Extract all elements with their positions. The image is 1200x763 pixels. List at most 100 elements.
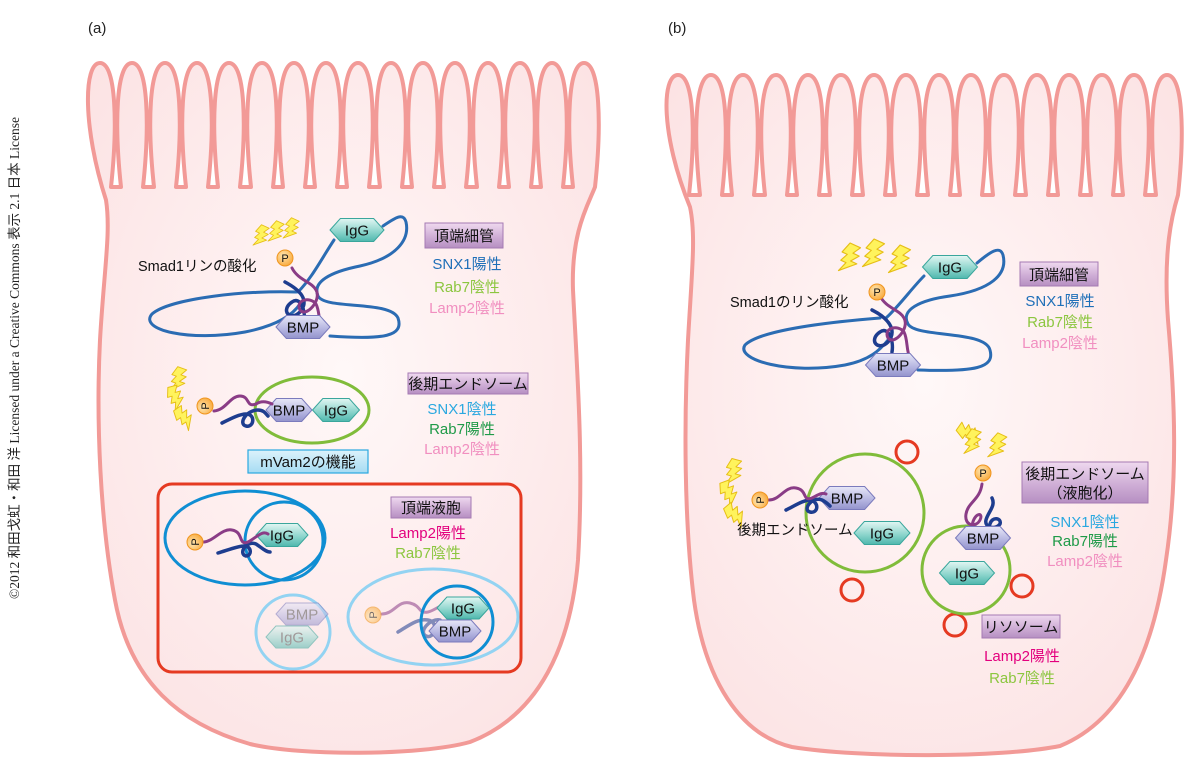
igg-hexagon: IgG <box>853 521 911 545</box>
phosphate-icon: P <box>196 397 214 415</box>
receptor-strand <box>283 280 307 324</box>
phosphate-circle <box>186 533 204 551</box>
vacuolated-late-endosome-b: BMP IgG P 後期エンドソーム （液胞化） SNX1陰性 Rab7陽性 L… <box>920 419 1149 616</box>
bmp-hexagon: BMP <box>265 398 313 422</box>
smad1-strand <box>964 482 984 528</box>
marker-lamp2: Lamp2陰性 <box>424 441 500 458</box>
igg-label: IgG <box>280 630 304 647</box>
marker-lamp2: Lamp2陰性 <box>429 300 505 317</box>
marker-rab7: Rab7陰性 <box>989 670 1055 687</box>
bmp-hexagon: BMP <box>864 353 922 377</box>
marker-lamp2: Lamp2陰性 <box>1047 553 1123 570</box>
apical-tubule-b: IgG BMP P Smad1のリン酸化 頂端細管 SNX1陽性 Rab7陰性 … <box>730 236 1099 377</box>
phosphate-label: P <box>200 402 212 409</box>
marker-lamp2: Lamp2陰性 <box>1022 335 1098 352</box>
igg-label: IgG <box>955 566 979 583</box>
lysosome <box>1009 573 1035 599</box>
igg-shape <box>255 523 309 547</box>
igg-hexagon: IgG <box>938 561 996 585</box>
vacuolated-late-endosome-subtitle: （液胞化） <box>1047 485 1122 502</box>
phosphate-circle <box>974 464 992 482</box>
apical-tubule-membrane <box>742 316 890 370</box>
bmp-label: BMP <box>439 624 472 641</box>
lysosome-legend: リソソーム Lamp2陽性 Rab7陰性 <box>981 614 1061 687</box>
smad1-strand <box>202 528 270 545</box>
bmp-shape <box>428 619 482 643</box>
igg-shape <box>265 625 319 649</box>
panel-b: (b) IgG BMP P Smad1のリン酸化 <box>664 20 1184 758</box>
phosphate-label: P <box>873 287 880 299</box>
marker-snx1: SNX1陽性 <box>432 256 501 273</box>
vesicle-outer-membrane <box>163 489 327 587</box>
igg-shape <box>436 596 490 620</box>
apical-tubule-membrane <box>904 248 1006 372</box>
igg-shape <box>853 521 911 545</box>
bmp-hexagon: BMP <box>275 315 331 339</box>
phosphate-circle <box>196 397 214 415</box>
igg-hexagon: IgG <box>436 596 490 620</box>
lysosome <box>894 439 920 465</box>
phosphate-circle <box>276 249 294 267</box>
lysosome <box>839 577 865 603</box>
smad1-strand <box>767 486 828 502</box>
bmp-hexagon: BMP <box>954 526 1012 550</box>
marker-snx1: SNX1陽性 <box>1025 293 1094 310</box>
phosphate-label: P <box>190 538 202 545</box>
phosphate-icon: P <box>751 491 769 509</box>
phosphate-label: P <box>368 611 380 618</box>
igg-shape <box>938 561 996 585</box>
receptor-strand <box>220 408 270 428</box>
bmp-label: BMP <box>286 607 319 624</box>
bmp-label: BMP <box>273 403 306 420</box>
vesicle-outer-membrane-light <box>346 567 520 667</box>
bmp-shape <box>275 315 331 339</box>
igg-label: IgG <box>938 260 962 277</box>
smad1-phosphorylation-annotation: Smad1リンの酸化 <box>138 258 256 275</box>
apical-tubule-membrane <box>315 215 409 339</box>
bmp-shape <box>275 602 329 626</box>
phosphate-icon: P <box>868 283 886 301</box>
apical-vacuole-title: 頂端液胞 <box>401 500 461 517</box>
cell-b-outline <box>664 73 1184 758</box>
apical-tubule-title-box <box>424 222 504 249</box>
bmp-hexagon: BMP <box>275 602 329 626</box>
panel-a: (a) IgG BMP P Smad1リンの酸化 <box>85 20 601 755</box>
bmp-shape <box>818 486 876 510</box>
igg-label: IgG <box>451 601 475 618</box>
apical-vacuole-border <box>156 482 523 674</box>
lysosome-title-box <box>981 614 1061 639</box>
apical-tubule-membrane <box>296 238 336 294</box>
bmp-label: BMP <box>877 358 910 375</box>
marker-rab7: Rab7陰性 <box>1027 314 1093 331</box>
vacuole-vesicle: BMP IgG <box>254 593 332 671</box>
bmp-label: BMP <box>967 531 1000 548</box>
late-endosome-a: BMP IgG P 後期エンドソーム SNX1陰性 Rab7陽性 Lamp2陰性… <box>164 365 529 474</box>
phosphate-label: P <box>281 253 288 265</box>
phosphate-circle <box>751 491 769 509</box>
phosphate-label: P <box>755 496 767 503</box>
igg-hexagon: IgG <box>311 398 361 422</box>
phosphate-circle <box>364 606 382 624</box>
phosphate-icon: P <box>974 464 992 482</box>
smad1-strand <box>290 266 324 328</box>
apical-vacuole-title-box <box>390 496 472 519</box>
marker-snx1: SNX1陰性 <box>427 401 496 418</box>
late-endosome-b: BMP IgG P 後期エンドソーム <box>716 452 926 574</box>
vesicle-inner-membrane <box>243 500 325 582</box>
vacuole-vesicle: IgG BMP P <box>346 567 520 667</box>
receptor-strand <box>216 541 272 558</box>
igg-hexagon: IgG <box>255 523 309 547</box>
marker-rab7: Rab7陽性 <box>1052 533 1118 550</box>
igg-hexagon: IgG <box>921 255 979 279</box>
igg-label: IgG <box>270 528 294 545</box>
vacuolated-late-endosome-title: 後期エンドソーム <box>1025 466 1145 483</box>
late-endosome-title-box <box>407 372 529 395</box>
late-endosome-title: 後期エンドソーム <box>408 376 528 393</box>
igg-label: IgG <box>870 526 894 543</box>
bmp-hexagon: BMP <box>428 619 482 643</box>
marker-rab7: Rab7陰性 <box>395 545 461 562</box>
phosphate-icon: P <box>186 533 204 551</box>
phosphate-circle <box>868 283 886 301</box>
vacuole-vesicle: IgG P <box>163 489 327 587</box>
